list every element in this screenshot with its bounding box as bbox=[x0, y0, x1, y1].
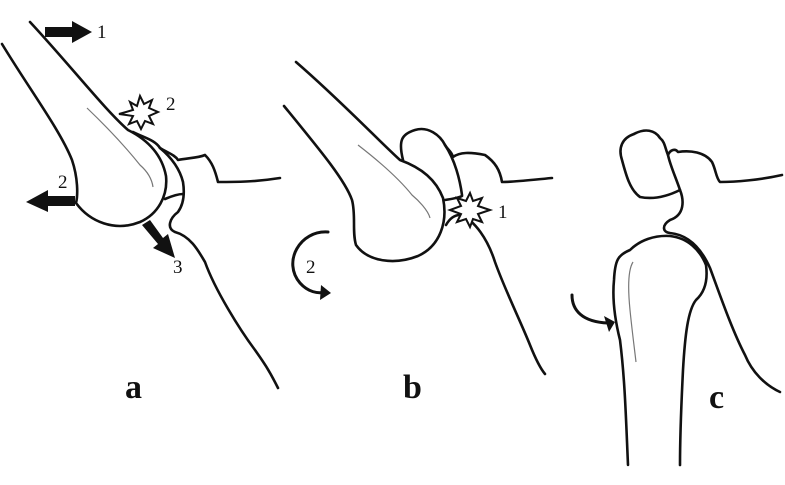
curved-arrow-b bbox=[291, 230, 330, 295]
humerus-c bbox=[612, 234, 708, 467]
annotation-number: 3 bbox=[173, 257, 183, 278]
panel-label-c: c bbox=[709, 379, 724, 416]
coracoid-c bbox=[619, 132, 784, 200]
panel-label-a: a bbox=[125, 369, 142, 406]
annotation-number: 2 bbox=[166, 94, 176, 115]
impact-star-icon bbox=[447, 190, 494, 230]
curved-arrow-c bbox=[570, 293, 610, 325]
annotation-number: 1 bbox=[498, 202, 508, 223]
humerus-a-line bbox=[86, 107, 154, 188]
humerus-b bbox=[282, 60, 446, 263]
curved-arrow-head-icon bbox=[320, 285, 331, 300]
arrow-down-right-icon bbox=[142, 220, 175, 258]
arrow-right-icon bbox=[45, 21, 92, 43]
curved-arrow-head-icon bbox=[604, 316, 615, 332]
scapula-a bbox=[131, 130, 282, 184]
humerus-b-line bbox=[357, 144, 431, 219]
annotation-number: 1 bbox=[97, 22, 107, 43]
panel-a: 1 2 2 3 a bbox=[0, 20, 282, 406]
arrow-left-icon bbox=[26, 190, 75, 212]
annotation-number: 2 bbox=[58, 172, 68, 193]
glenoid-c bbox=[632, 129, 782, 394]
panel-c: c bbox=[570, 129, 784, 467]
panel-label-b: b bbox=[403, 369, 422, 406]
glenoid-rim-b bbox=[443, 194, 464, 202]
humerus-c-line bbox=[628, 261, 637, 363]
impact-star-icon bbox=[118, 93, 161, 132]
panel-b: 1 2 b bbox=[282, 60, 554, 406]
humerus-a bbox=[0, 20, 168, 228]
glenoid-rim-a bbox=[163, 192, 185, 201]
glenoid-a bbox=[158, 146, 280, 390]
annotation-number: 2 bbox=[306, 257, 316, 278]
glenoid-b bbox=[443, 143, 547, 376]
